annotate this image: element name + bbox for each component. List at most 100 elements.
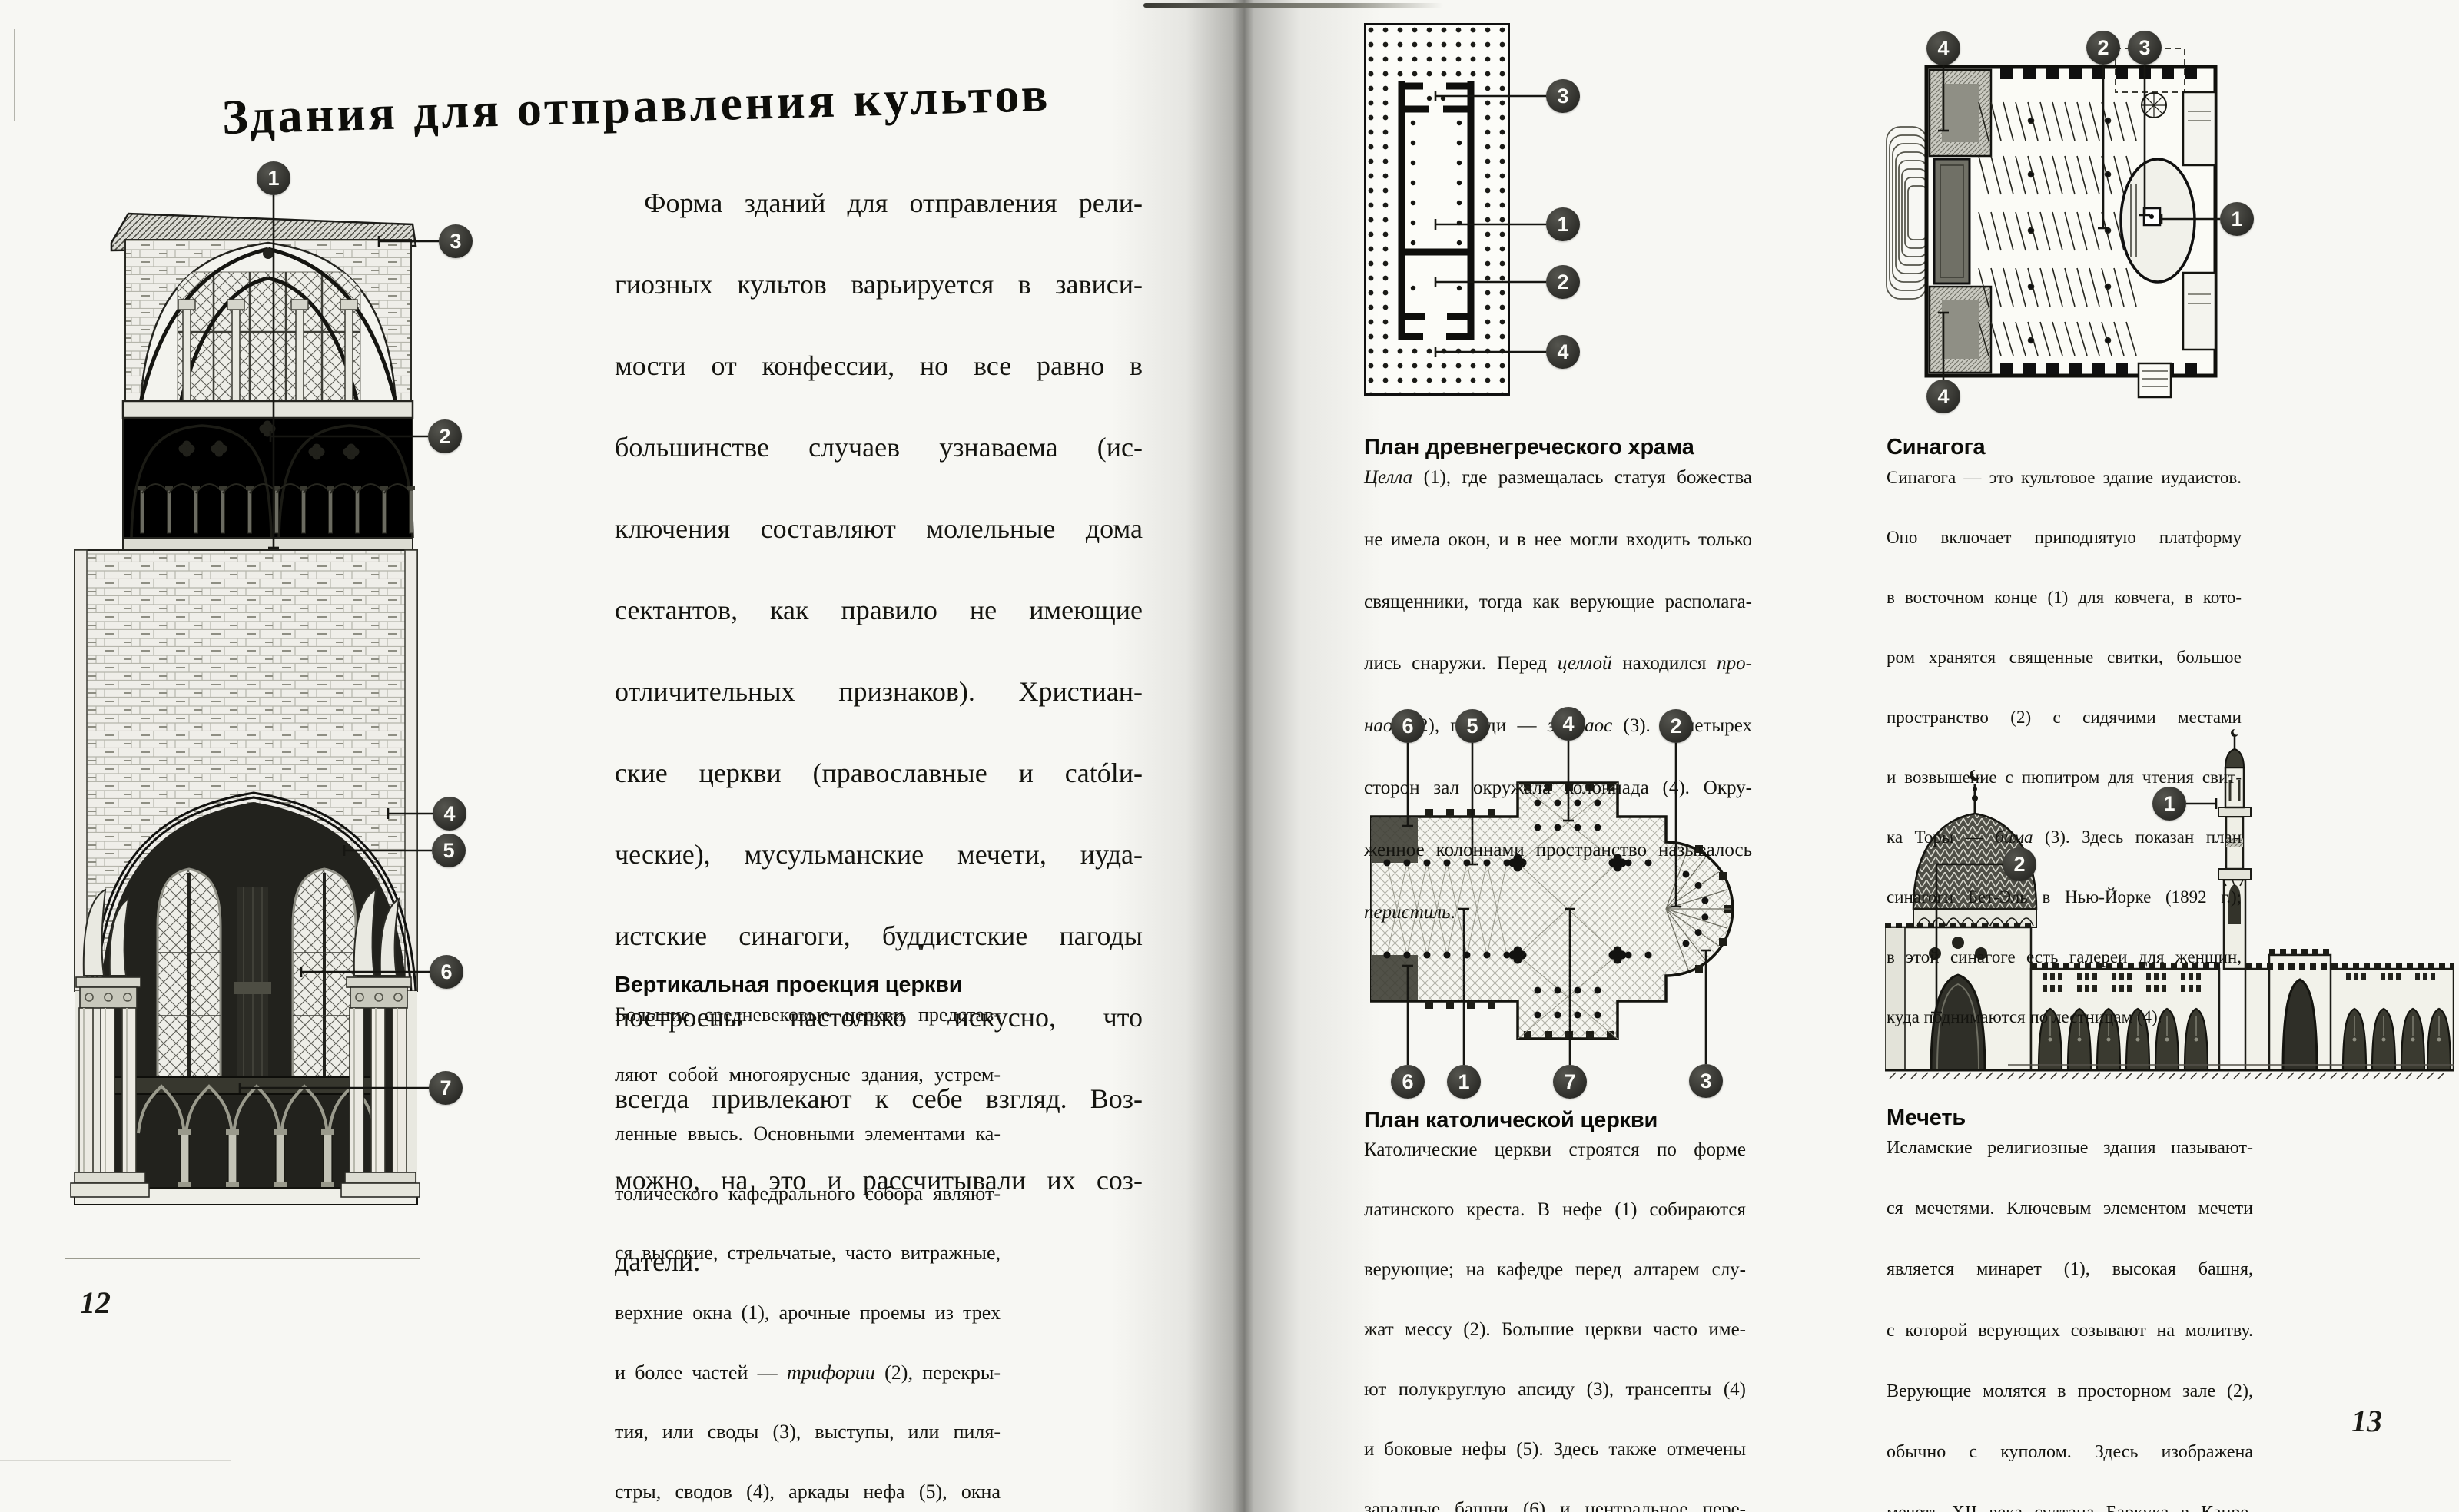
text-line: женное колоннами пространство называлось [1364, 839, 1752, 860]
callout-mosque-1: 1 [2152, 787, 2186, 821]
text-line: западные башни (6) и центральное пере- [1364, 1499, 1746, 1512]
callout-greek_temple-3: 3 [1546, 79, 1580, 113]
figure-synagogue-plan [1886, 48, 2218, 399]
text-line: Оно включает приподнятую платформу [1887, 528, 2242, 547]
gallery-block [1933, 158, 1971, 285]
text-line: истские синагоги, буддистские пагоды [615, 920, 1143, 951]
callout-synagogue-4: 4 [1926, 32, 1960, 65]
pew-rows [1978, 101, 2137, 356]
page-edge-line [14, 29, 15, 121]
callout-church_elevation-7: 7 [429, 1071, 463, 1105]
text-line: Большие средневековые церкви представ- [615, 1003, 1001, 1026]
callout-synagogue-2: 2 [2086, 31, 2120, 65]
text-line: ка Торы — бима (3). Здесь показан план [1887, 827, 2242, 847]
callout-church_elevation-3: 3 [439, 224, 473, 258]
page-number-right: 13 [2351, 1404, 2382, 1438]
entry-steps [1886, 126, 1927, 300]
text-line: ся высокие, стрельчатые, часто витражные… [615, 1242, 1001, 1265]
section-heading-synagogue: Синагога [1887, 435, 1986, 459]
callout-greek_temple-2: 2 [1546, 265, 1580, 299]
text-line: с которой верующих созывают на молитву. [1887, 1320, 2253, 1341]
minaret [2218, 728, 2252, 970]
text-line: построены настолько искусно, что [615, 1002, 1143, 1033]
callout-synagogue-1: 1 [2220, 202, 2254, 236]
text-line: ся мечетями. Ключевым элементом мечети [1887, 1199, 2253, 1219]
text-line: мости от конфессии, но все равно в [615, 350, 1143, 381]
text-line: можно, на это и рассчитывали их соз- [615, 1165, 1143, 1195]
columns [1383, 799, 1652, 1019]
quatrefoils [178, 420, 360, 460]
callout-catholic_plan-7: 7 [1553, 1065, 1587, 1099]
triforium-colonnade [138, 483, 415, 534]
text-line: датели. [615, 1246, 701, 1277]
text-line: гиозных культов варьируется в зависи- [615, 269, 1143, 300]
callout-synagogue-4: 4 [1926, 380, 1960, 413]
callout-catholic_plan-4: 4 [1551, 707, 1585, 741]
section-body-mosque: Исламские религиозные здания называют-ся… [1887, 1133, 2253, 1512]
intro-paragraph: Форма зданий для отправления рели-гиозны… [615, 183, 1143, 1282]
text-line: толического кафедрального собора являют- [615, 1182, 1001, 1205]
section-heading-greek: План древнегреческого храма [1364, 435, 1694, 459]
callout-synagogue-3: 3 [2128, 31, 2162, 65]
callout-catholic_plan-6: 6 [1391, 1065, 1425, 1099]
text-line: не имела окон, и в нее могли входить тол… [1364, 529, 1752, 550]
book-gutter-shadow [1110, 0, 1381, 1512]
section-body-greek: Целла (1), где размещалась статуя божест… [1364, 463, 1752, 928]
text-line: ляют собой многоярусные здания, устрем- [615, 1063, 1001, 1086]
text-line: ключения составляют молельные дома [615, 513, 1143, 544]
text-line: Форма зданий для отправления рели- [644, 187, 1143, 218]
text-line: верующие; на кафедре перед алтарем слу- [1364, 1259, 1746, 1280]
text-line: ром хранятся священные свитки, большое [1887, 648, 2242, 667]
callout-catholic_plan-5: 5 [1455, 709, 1489, 743]
plan-outline [1370, 781, 1734, 1040]
text-line: тия, или своды (3), выступы, или пиля- [615, 1421, 1001, 1444]
section-body-synagogue: Синагога — это культовое здание иудаисто… [1887, 463, 2242, 1032]
callout-catholic_plan-3: 3 [1689, 1064, 1723, 1098]
text-line: ют полукруглую апсиду (3), трансепты (4) [1364, 1379, 1746, 1400]
page-number-left: 12 [80, 1285, 111, 1320]
text-line: синагоги Бет-Эль в Нью-Йорке (1892 г.); [1887, 887, 2242, 907]
text-line: обычно с куполом. Здесь изображена [1887, 1441, 2253, 1462]
callout-church_elevation-2: 2 [428, 419, 462, 453]
west-tower-south [1372, 955, 1418, 1000]
text-line: куда поднимаются по лестницам (4). [1887, 1007, 2162, 1026]
text-line: и боковые нефы (5). Здесь также отмечены [1364, 1439, 1746, 1460]
page-top-edge [1143, 3, 1443, 8]
figure-greek-temple-plan [1364, 23, 1510, 396]
text-line: латинского креста. В нефе (1) собираются [1364, 1199, 1746, 1220]
section-heading-catholic: План католической церкви [1364, 1108, 1658, 1132]
text-line: перистиль. [1364, 901, 1455, 923]
section-heading-mosque: Мечеть [1887, 1106, 1966, 1130]
side-room-top [2182, 91, 2217, 167]
text-line: большинстве случаев узнаваема (ис- [615, 432, 1143, 463]
arch-mouldings [90, 791, 417, 992]
text-line: верхние окна (1), арочные проемы из трех [615, 1301, 1001, 1324]
text-line: лись снаружи. Перед целлой находился про… [1364, 653, 1752, 675]
text-line: является минарет (1), высокая башня, [1887, 1259, 2253, 1280]
text-line: Верующие молятся в просторном зале (2), [1887, 1381, 2253, 1401]
text-line: Синагога — это культовое здание иудаисто… [1887, 468, 2242, 487]
aisle-window-left [156, 867, 222, 1079]
callout-greek_temple-4: 4 [1546, 335, 1580, 369]
scan-crease [0, 1460, 231, 1461]
callout-mosque-2: 2 [2003, 847, 2036, 881]
callout-church_elevation-6: 6 [430, 955, 463, 989]
text-line: ленные ввысь. Основными элементами ка- [615, 1122, 1001, 1146]
text-line: пространство (2) с сидячими местами [1887, 708, 2242, 727]
callout-church_elevation-1: 1 [257, 161, 290, 195]
text-line: Католические церкви строятся по форме [1364, 1139, 1746, 1160]
section-body-catholic: Католические церкви строятся по форме лат… [1364, 1135, 1746, 1512]
section-body-elevation: Большие средневековые церкви представ-ля… [615, 1000, 1001, 1512]
callout-church_elevation-4: 4 [433, 797, 466, 831]
text-line: Целла (1), где размещалась статуя божест… [1364, 467, 1752, 488]
aisle-window-right [291, 867, 357, 1079]
buttresses [1425, 783, 1732, 1039]
text-line: ские церкви (православные и católи- [615, 758, 1143, 788]
text-line: сторон зал окружала колоннада (4). Окру- [1364, 778, 1752, 799]
vault-ribs [138, 247, 398, 403]
text-line: в этой синагоге есть галереи для женщин, [1887, 947, 2242, 967]
text-line: мечеть XII века султана Баркука в Каире, [1887, 1498, 2253, 1512]
text-line: всегда привлекают к себе взгляд. Воз- [615, 1083, 1143, 1114]
callout-greek_temple-1: 1 [1546, 207, 1580, 241]
text-line: сектантов, как правило не имеющие [615, 595, 1143, 625]
